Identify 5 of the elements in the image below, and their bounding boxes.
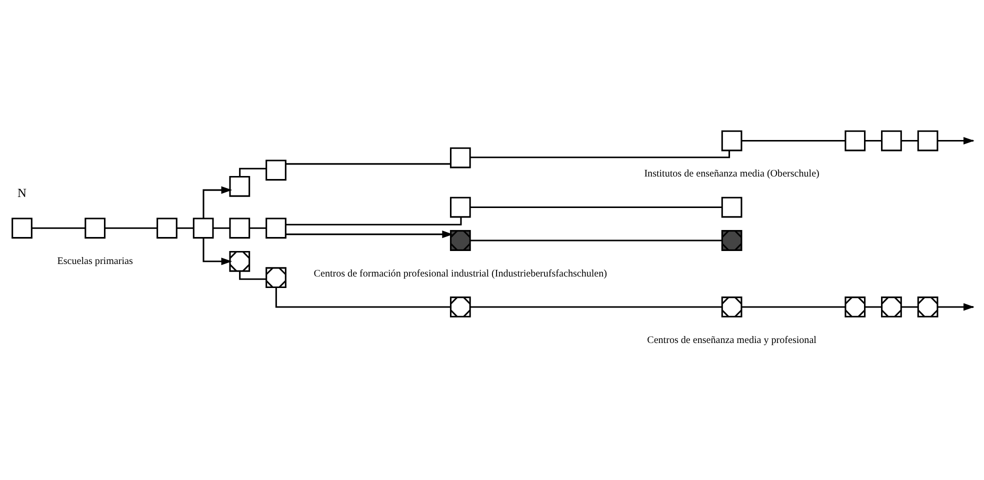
label: Centros de enseñanza media y profesional — [647, 334, 816, 346]
label: Centros de formación profesional industrial (Industrieberufsfachschulen) — [314, 268, 608, 279]
label: Institutos de enseñanza media (Oberschule) — [644, 168, 820, 180]
label: N — [18, 186, 26, 200]
label: Escuelas primarias — [57, 256, 133, 267]
